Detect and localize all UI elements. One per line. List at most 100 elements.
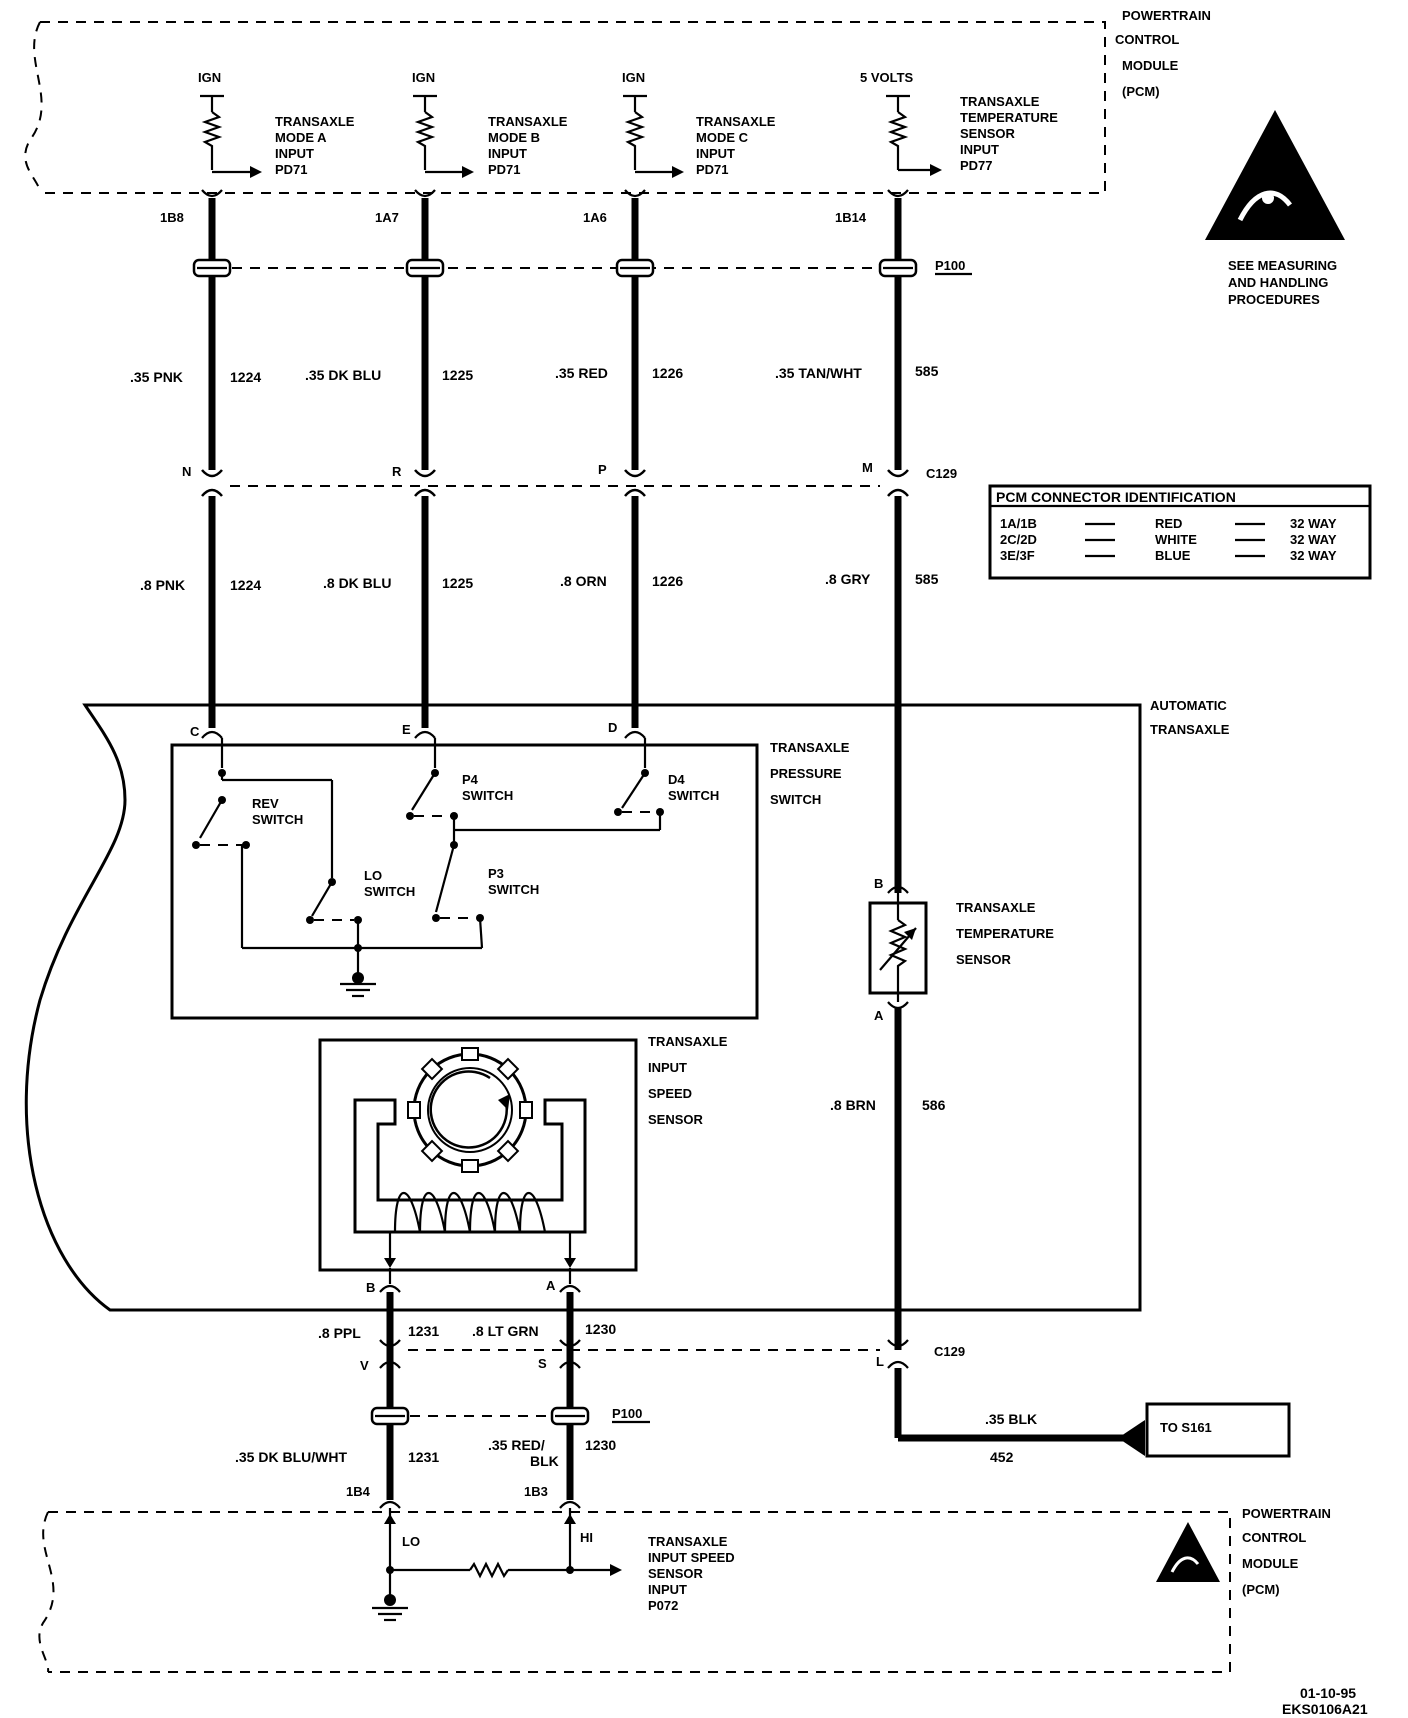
svg-text:A: A [874,1008,884,1023]
circuit-mode-a: IGN TRANSAXLE MODE A INPUT PD71 1B8 [160,70,355,225]
svg-text:EKS0106A21: EKS0106A21 [1282,1701,1368,1717]
svg-text:TRANSAXLE: TRANSAXLE [770,740,850,755]
svg-text:1231: 1231 [408,1323,439,1339]
speed-lower-labels: .35 DK BLU/WHT 1231 .35 RED/ BLK 1230 1B… [235,1437,616,1499]
svg-text:M: M [862,460,873,475]
svg-text:B: B [366,1280,375,1295]
ground-wire: TO S161 .35 BLK 452 [894,1368,1291,1465]
svg-text:BLK: BLK [530,1453,559,1469]
svg-text:1B4: 1B4 [346,1484,371,1499]
svg-text:TRANSAXLE: TRANSAXLE [648,1034,728,1049]
pressure-switch-box: TRANSAXLE PRESSURE SWITCH [170,740,850,1020]
svg-text:INPUT: INPUT [696,146,735,161]
svg-text:AUTOMATIC: AUTOMATIC [1150,698,1227,713]
svg-text:PD71: PD71 [488,162,521,177]
svg-text:.8 BRN: .8 BRN [830,1097,876,1113]
pcm-top-pins [201,189,909,198]
svg-text:S: S [538,1356,547,1371]
svg-text:SWITCH: SWITCH [462,788,513,803]
svg-text:B: B [874,876,883,891]
svg-text:SEE MEASURING: SEE MEASURING [1228,258,1337,273]
svg-text:POWERTRAIN: POWERTRAIN [1122,8,1211,23]
svg-text:P4: P4 [462,772,479,787]
svg-text:MODULE: MODULE [1242,1556,1299,1571]
pcm-bottom-title: POWERTRAIN CONTROL MODULE (PCM) [1242,1506,1331,1597]
svg-text:PD77: PD77 [960,158,993,173]
svg-text:.8 LT GRN: .8 LT GRN [472,1323,539,1339]
svg-text:1230: 1230 [585,1437,616,1453]
esd-warning-icon-bottom [1156,1522,1220,1582]
svg-text:INPUT: INPUT [648,1060,687,1075]
svg-text:32 WAY: 32 WAY [1290,548,1337,563]
svg-text:1225: 1225 [442,367,473,383]
svg-text:1A7: 1A7 [375,210,399,225]
svg-text:TRANSAXLE: TRANSAXLE [956,900,1036,915]
svg-text:TRANSAXLE: TRANSAXLE [648,1534,728,1549]
svg-text:SWITCH: SWITCH [364,884,415,899]
svg-text:1B8: 1B8 [160,210,184,225]
svg-text:452: 452 [990,1449,1014,1465]
svg-text:IGN: IGN [412,70,435,85]
svg-text:LO: LO [364,868,382,883]
svg-text:P072: P072 [648,1598,678,1613]
svg-text:AND HANDLING: AND HANDLING [1228,275,1328,290]
svg-text:SWITCH: SWITCH [488,882,539,897]
circuit-temp-sensor: 5 VOLTS TRANSAXLE TEMPERATURE SENSOR INP… [835,70,1058,225]
upper-wire-labels: .35 PNK 1224 .35 DK BLU 1225 .35 RED 122… [130,363,939,385]
svg-text:.8 DK BLU: .8 DK BLU [323,575,391,591]
svg-text:INPUT SPEED: INPUT SPEED [648,1550,735,1565]
svg-text:R: R [392,464,402,479]
svg-text:SENSOR: SENSOR [648,1112,704,1127]
svg-text:POWERTRAIN: POWERTRAIN [1242,1506,1331,1521]
switch-labels: REV SWITCH P4 SWITCH D4 SWITCH LO SWITCH… [252,772,719,899]
svg-text:RED: RED [1155,516,1182,531]
svg-text:LO: LO [402,1534,420,1549]
svg-text:PD71: PD71 [696,162,729,177]
svg-text:D: D [608,720,617,735]
svg-text:5 VOLTS: 5 VOLTS [860,70,914,85]
circuit-mode-b: IGN TRANSAXLE MODE B INPUT PD71 1A7 [375,70,568,225]
temp-sensor: B A TRANSAXLE TEMPERATURE SENSOR [868,876,1054,1023]
svg-text:C129: C129 [926,466,957,481]
svg-text:SENSOR: SENSOR [956,952,1012,967]
svg-text:INPUT: INPUT [960,142,999,157]
svg-text:1226: 1226 [652,573,683,589]
svg-text:P100: P100 [935,258,965,273]
svg-text:INPUT: INPUT [648,1582,687,1597]
svg-text:TEMPERATURE: TEMPERATURE [956,926,1054,941]
svg-text:1B14: 1B14 [835,210,867,225]
svg-text:.8 GRY: .8 GRY [825,571,871,587]
svg-text:CONTROL: CONTROL [1242,1530,1306,1545]
svg-text:TRANSAXLE: TRANSAXLE [696,114,776,129]
svg-text:SENSOR: SENSOR [960,126,1016,141]
switch-network [192,738,664,998]
svg-text:PD71: PD71 [275,162,308,177]
svg-text:.35 RED/: .35 RED/ [488,1437,545,1453]
svg-text:PRESSURE: PRESSURE [770,766,842,781]
temp-return-labels: .8 BRN 586 [830,1097,946,1113]
svg-text:(PCM): (PCM) [1242,1582,1280,1597]
svg-text:C: C [190,724,200,739]
p100-bottom: P100 [370,1406,650,1426]
speed-wires [386,1292,574,1500]
svg-text:IGN: IGN [198,70,221,85]
svg-text:BLUE: BLUE [1155,548,1191,563]
svg-text:INPUT: INPUT [488,146,527,161]
svg-text:TEMPERATURE: TEMPERATURE [960,110,1058,125]
svg-text:1230: 1230 [585,1321,616,1337]
svg-text:1224: 1224 [230,369,261,385]
svg-text:V: V [360,1358,369,1373]
svg-text:MODE B: MODE B [488,130,540,145]
svg-text:P100: P100 [612,1406,642,1421]
svg-text:2C/2D: 2C/2D [1000,532,1037,547]
pcm-top-title: POWERTRAIN CONTROL MODULE (PCM) [1115,8,1211,99]
transaxle-pins: C E D [190,720,646,739]
svg-text:REV: REV [252,796,279,811]
pcm-connector-id-table: PCM CONNECTOR IDENTIFICATION 1A/1B 2C/2D… [988,484,1372,580]
svg-text:TRANSAXLE: TRANSAXLE [488,114,568,129]
svg-text:P: P [598,462,607,477]
svg-text:PROCEDURES: PROCEDURES [1228,292,1320,307]
svg-text:.35 BLK: .35 BLK [985,1411,1037,1427]
svg-text:1B3: 1B3 [524,1484,548,1499]
svg-text:TRANSAXLE: TRANSAXLE [1150,722,1230,737]
